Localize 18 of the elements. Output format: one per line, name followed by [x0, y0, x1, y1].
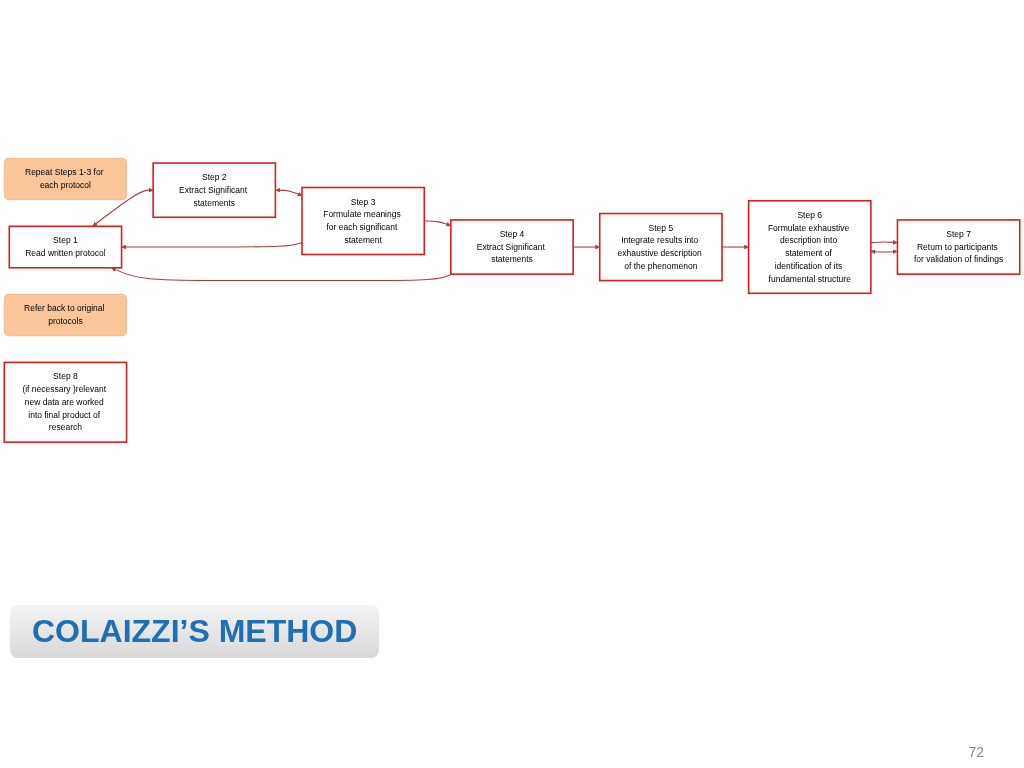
- node-box: Step 6 Formulate exhaustive description into statement of identification of its fundamental structure: [747, 199, 872, 294]
- node-box: Step 8 (if necessary )relevant new data are worked into final product of research: [3, 361, 128, 443]
- node-box: Step 3 Formulate meanings for each significant statement: [301, 186, 426, 256]
- arrow: [870, 249, 898, 254]
- node-box: Refer back to original protocols: [4, 293, 127, 336]
- title: COLAIZZI’S METHOD: [10, 605, 380, 658]
- node-box: Step 5 Integrate results into exhaustive description of the phenomenon: [598, 212, 723, 282]
- node-box: Step 7 Return to participants for validation of findings: [896, 218, 1021, 275]
- node-box: Step 4 Extract Significant statements: [450, 218, 574, 275]
- page-number: 72: [968, 744, 984, 760]
- node-box: Step 1 Read written protocol: [8, 225, 123, 269]
- arrow: [275, 187, 303, 196]
- arrow: [870, 239, 898, 245]
- arrow: [92, 187, 154, 227]
- arrow: [111, 267, 453, 281]
- node-box: Step 2 Extract Significant statements: [152, 162, 277, 218]
- arrow: [121, 241, 303, 250]
- node-box: Repeat Steps 1-3 for each protocol: [4, 157, 127, 200]
